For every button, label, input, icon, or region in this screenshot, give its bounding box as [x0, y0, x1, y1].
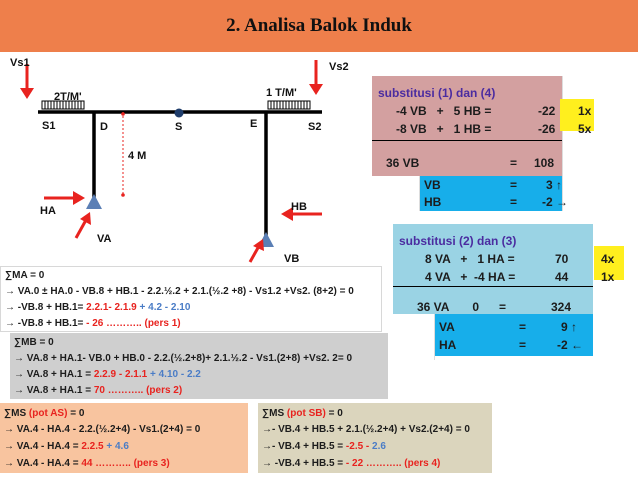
- label-s2: S2: [308, 121, 322, 133]
- label-s1: S1: [42, 120, 56, 132]
- ms2-line-2: →- VB.4 + HB.5 + 2.1.(½.2+4) + Vs2.(2+4)…: [262, 424, 470, 435]
- label-load-left: 2T/M': [54, 91, 82, 103]
- sub1-sum-value: 108: [534, 156, 555, 170]
- sum-ms-sb-box: ∑MS (pot SB) = 0 →- VB.4 + HB.5 + 2.1.(½…: [258, 403, 492, 473]
- ma-line-4: → -VB.8 + HB.1= - 26 ……….. (pers 1): [5, 318, 181, 329]
- support-a: [86, 194, 102, 209]
- sub2-eq2-mult: 1x: [601, 270, 615, 284]
- sub1-sum: 36 VB: [386, 156, 420, 170]
- sub1-vb-value: 3 ↑: [546, 178, 563, 192]
- label-d: D: [100, 121, 108, 133]
- ms2-line-4: → -VB.4 + HB.5 = - 22 ……….. (pers 4): [262, 458, 441, 469]
- substitution-2-3: substitusi (2) dan (3) 8 VA + 1 HA = 70 …: [393, 224, 633, 360]
- sub2-ha-eq: =: [519, 338, 527, 352]
- label-vs1: Vs1: [10, 57, 30, 69]
- ms1-line-1: ∑MS (pot AS) = 0: [4, 408, 85, 419]
- sub1-hb-value: -2 →: [542, 195, 569, 209]
- sub1-multiplier-bg: [560, 99, 594, 131]
- mb-line-1: ∑MB = 0: [14, 337, 54, 348]
- vs2-arrow: [309, 60, 323, 95]
- label-height: 4 M: [128, 150, 147, 162]
- sub2-va-label: VA: [439, 320, 455, 334]
- label-vb: VB: [284, 253, 300, 265]
- sub1-eq2: -8 VB + 1 HB =: [396, 122, 492, 136]
- sub2-heading: substitusi (2) dan (3): [399, 234, 517, 248]
- load-right-hatch: [270, 101, 308, 109]
- vs1-arrow: [20, 64, 34, 99]
- hb-arrow: [281, 207, 322, 221]
- sub1-result-bg: [420, 176, 562, 211]
- sub1-hb-label: HB: [424, 195, 442, 209]
- sub2-eq2-value: 44: [555, 270, 569, 284]
- sub1-eq1-value: -22: [538, 104, 556, 118]
- label-vs2: Vs2: [329, 61, 349, 73]
- mb-line-2: → VA.8 + HA.1- VB.0 + HB.0 - 2.2.(½.2+8)…: [14, 353, 353, 364]
- sub1-eq2-value: -26: [538, 122, 556, 136]
- mb-line-4: → VA.8 + HA.1 = 70 ……….. (pers 2): [14, 385, 183, 396]
- sub2-eq1-value: 70: [555, 252, 569, 266]
- ms2-line-1: ∑MS (pot SB) = 0: [262, 408, 343, 419]
- sub2-eq1: 8 VA + 1 HA =: [425, 252, 515, 266]
- sub1-hb-eq: =: [510, 195, 518, 209]
- mb-line-3: → VA.8 + HA.1 = 2.2.9 - 2.1.1 + 4.10 - 2…: [14, 369, 201, 380]
- sub1-eq1-mult: 1x: [578, 104, 592, 118]
- sum-ms-as-box: ∑MS (pot AS) = 0 → VA.4 - HA.4 - 2.2.(½.…: [0, 403, 248, 473]
- va-arrow: [74, 212, 91, 239]
- ms1-line-3: → VA.4 - HA.4 = 2.2.5 + 4.6: [4, 441, 129, 452]
- sub2-eq1-mult: 4x: [601, 252, 615, 266]
- ms2-line-3: →- VB.4 + HB.5 = -2.5 - 2.6: [262, 441, 386, 452]
- sub1-vb-label: VB: [424, 178, 441, 192]
- sum-mb-box: ∑MB = 0 → VA.8 + HA.1- VB.0 + HB.0 - 2.2…: [10, 333, 388, 399]
- vb-arrow: [248, 239, 264, 263]
- title-bar: 2. Analisa Balok Induk: [0, 0, 638, 52]
- sub2-eq2: 4 VA + -4 HA =: [425, 270, 516, 284]
- sub1-eq1: -4 VB + 5 HB =: [396, 104, 492, 118]
- ma-line-2: → VA.0 ± HA.0 - VB.8 + HB.1 - 2.2.½.2 + …: [5, 286, 354, 297]
- sub2-bg-top: [393, 224, 593, 314]
- sub2-va-eq: =: [519, 320, 527, 334]
- sub2-result-bg: [435, 314, 593, 356]
- label-ha: HA: [40, 205, 56, 217]
- sum-ma-box: ∑MA = 0 → VA.0 ± HA.0 - VB.8 + HB.1 - 2.…: [0, 266, 382, 332]
- sub1-bg-top: [372, 76, 562, 176]
- sub2-ha-value: -2 ←: [557, 338, 584, 352]
- label-e: E: [250, 118, 258, 130]
- substitution-1-4: substitusi (1) dan (4) -4 VB + 5 HB = -2…: [372, 76, 632, 211]
- sub2-divider: [393, 286, 593, 287]
- label-load-right: 1 T/M': [266, 87, 297, 99]
- sub2-sum: 36 VA 0 =: [417, 300, 507, 314]
- ms1-line-4: → VA.4 - HA.4 = 44 ……….. (pers 3): [4, 458, 170, 469]
- sub2-ha-label: HA: [439, 338, 457, 352]
- sub1-sum-eq: =: [510, 156, 518, 170]
- sub1-vb-eq: =: [510, 178, 518, 192]
- sub1-heading: substitusi (1) dan (4): [378, 86, 496, 100]
- slide-title: 2. Analisa Balok Induk: [226, 15, 412, 36]
- hinge-s: [174, 108, 184, 118]
- sub1-eq2-mult: 5x: [578, 122, 592, 136]
- label-s: S: [175, 121, 183, 133]
- ha-arrow: [44, 191, 85, 205]
- label-va: VA: [97, 233, 112, 245]
- ma-line-3: → -VB.8 + HB.1= 2.2.1- 2.1.9 + 4.2 - 2.1…: [5, 302, 191, 313]
- sub2-va-value: 9 ↑: [561, 320, 578, 334]
- sub2-sum-value: 324: [551, 300, 572, 314]
- ms1-line-2: → VA.4 - HA.4 - 2.2.(½.2+4) - Vs1.(2+4) …: [4, 424, 201, 435]
- ma-line-1: ∑MA = 0: [5, 270, 45, 281]
- sub1-divider: [372, 140, 562, 141]
- beam-diagram: [20, 60, 323, 263]
- sub2-multiplier-bg: [594, 246, 624, 280]
- label-hb: HB: [291, 201, 307, 213]
- load-left-hatch: [44, 101, 82, 109]
